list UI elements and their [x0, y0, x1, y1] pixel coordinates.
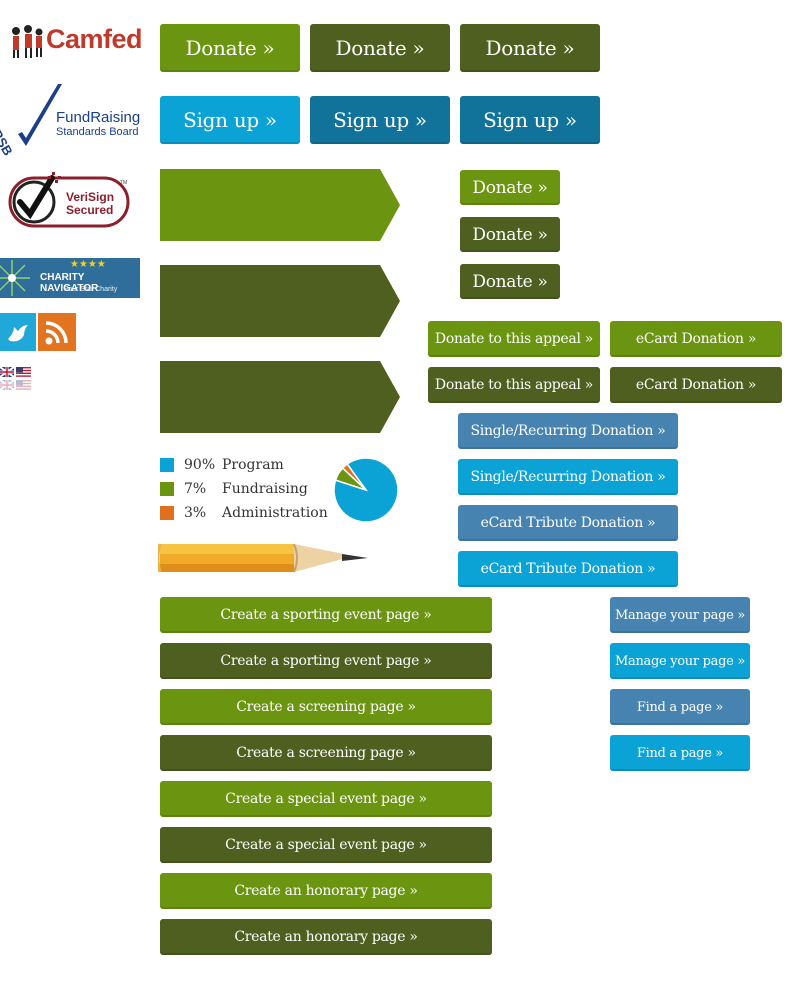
verisign-line1: VeriSign — [66, 190, 115, 204]
create-honorary-button-olive[interactable]: Create an honorary page » — [160, 919, 492, 955]
verisign-seal-icon — [8, 172, 130, 228]
create-screening-button-olive[interactable]: Create a screening page » — [160, 735, 492, 771]
signup-button-teal-alt[interactable]: Sign up » — [460, 96, 600, 144]
small-donate-button-olive-alt[interactable]: Donate » — [460, 264, 560, 299]
ecard-donation-button-green[interactable]: eCard Donation » — [610, 321, 782, 357]
small-donate-button-green[interactable]: Donate » — [460, 170, 560, 205]
legend-item-fundraising: 7% Fundraising — [160, 479, 308, 499]
arrow-banner-green[interactable] — [160, 169, 400, 241]
donate-button-olive-alt[interactable]: Donate » — [460, 24, 600, 72]
frsb-line1: FundRaising — [56, 109, 141, 126]
fundraising-pct: 7% — [184, 481, 207, 497]
pie-slice-administration — [341, 463, 367, 491]
administration-pct: 3% — [184, 505, 207, 521]
create-sporting-button-olive[interactable]: Create a sporting event page » — [160, 643, 492, 679]
find-page-button-sky[interactable]: Find a page » — [610, 735, 750, 771]
twitter-bird-icon — [8, 325, 28, 342]
frsb-line2: Standards Board — [56, 126, 139, 138]
us-flag-faded-icon[interactable] — [16, 375, 31, 390]
program-pct: 90% — [184, 457, 216, 473]
signup-button-sky[interactable]: Sign up » — [160, 96, 300, 144]
administration-swatch — [160, 506, 174, 520]
us-flag-icon[interactable] — [16, 362, 31, 377]
ecard-donation-button-olive[interactable]: eCard Donation » — [610, 367, 782, 403]
charity-name: CHARITY NAVIGATOR — [40, 272, 99, 294]
verisign-seal: TM VeriSign Secured — [8, 170, 132, 230]
donate-button-green[interactable]: Donate » — [160, 24, 300, 72]
donate-appeal-button-olive[interactable]: Donate to this appeal » — [428, 367, 600, 403]
frsb-logo: FRSB FundRaising Standards Board — [0, 82, 145, 158]
rss-button[interactable] — [38, 313, 76, 351]
legend-item-program: 90% Program — [160, 455, 284, 475]
rss-icon — [45, 321, 68, 345]
charity-navigator-badge: ★★★★ CHARITY NAVIGATOR Four Star Charity — [0, 258, 140, 298]
fundraising-swatch — [160, 482, 174, 496]
ecard-tribute-button-steel[interactable]: eCard Tribute Donation » — [458, 505, 678, 541]
charity-sub: Four Star Charity — [64, 286, 118, 293]
camfed-logo: Camfed — [8, 22, 144, 62]
signup-button-teal[interactable]: Sign up » — [310, 96, 450, 144]
camfed-figures-icon — [12, 25, 43, 58]
manage-page-button-steel[interactable]: Manage your page » — [610, 597, 750, 633]
small-donate-button-olive[interactable]: Donate » — [460, 217, 560, 252]
find-page-button-steel[interactable]: Find a page » — [610, 689, 750, 725]
charity-stars: ★★★★ — [70, 259, 106, 270]
twitter-button[interactable] — [0, 313, 36, 351]
camfed-wordmark: Camfed — [46, 24, 143, 54]
single-recurring-button-steel[interactable]: Single/Recurring Donation » — [458, 413, 678, 449]
single-recurring-button-sky[interactable]: Single/Recurring Donation » — [458, 459, 678, 495]
uk-flag-faded-icon[interactable] — [0, 375, 15, 391]
create-sporting-button-green[interactable]: Create a sporting event page » — [160, 597, 492, 633]
program-label: Program — [222, 457, 284, 473]
frsb-check-icon — [18, 84, 62, 146]
pencil-icon — [158, 543, 368, 573]
breakdown-pie-chart — [333, 457, 399, 523]
donate-button-olive[interactable]: Donate » — [310, 24, 450, 72]
create-special-button-olive[interactable]: Create a special event page » — [160, 827, 492, 863]
uk-flag-icon[interactable] — [0, 362, 15, 378]
donate-appeal-button-green[interactable]: Donate to this appeal » — [428, 321, 600, 357]
verisign-line2: Secured — [66, 203, 114, 217]
arrow-banner-olive[interactable] — [160, 265, 400, 337]
compass-icon — [0, 260, 30, 296]
create-special-button-green[interactable]: Create a special event page » — [160, 781, 492, 817]
program-swatch — [160, 458, 174, 472]
fundraising-label: Fundraising — [222, 481, 308, 497]
create-screening-button-green[interactable]: Create a screening page » — [160, 689, 492, 725]
verisign-tm: TM — [120, 180, 128, 186]
administration-label: Administration — [222, 505, 328, 521]
manage-page-button-sky[interactable]: Manage your page » — [610, 643, 750, 679]
arrow-banner-olive-alt[interactable] — [160, 361, 400, 433]
ecard-tribute-button-sky[interactable]: eCard Tribute Donation » — [458, 551, 678, 587]
create-honorary-button-green[interactable]: Create an honorary page » — [160, 873, 492, 909]
legend-item-administration: 3% Administration — [160, 503, 328, 523]
